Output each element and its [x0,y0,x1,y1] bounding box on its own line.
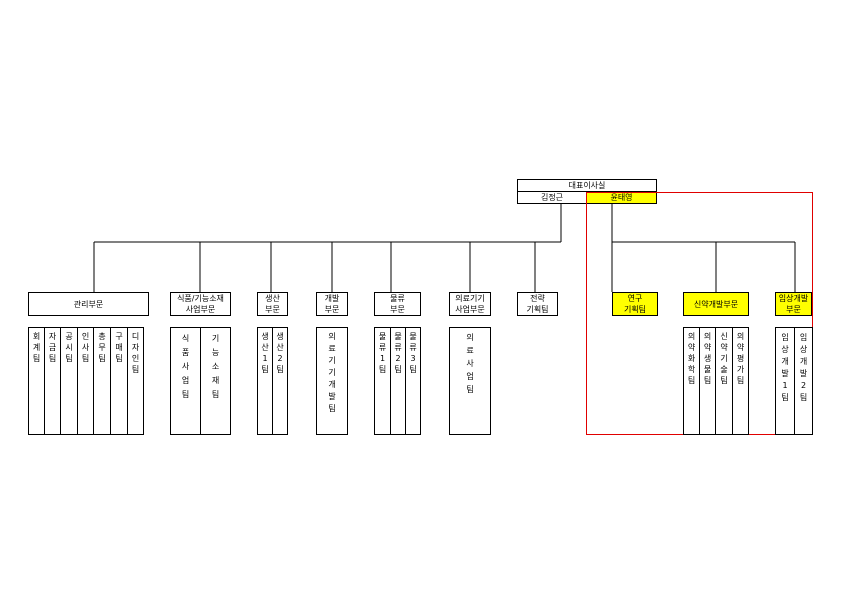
division-new-drug: 신약개발부문 [683,292,749,316]
team-column: 구매팀 [110,327,128,435]
team-column: 인사팀 [77,327,94,435]
division-medical-device: 의료기기 사업부문 [449,292,491,316]
division-production: 생산 부문 [257,292,288,316]
team-column: 의료사업팀 [449,327,491,435]
division-development: 개발 부문 [316,292,348,316]
team-column: 생산1팀 [257,327,273,435]
team-column: 식품사업팀 [170,327,201,435]
team-column: 물류2팀 [390,327,406,435]
team-column: 임상개발2팀 [794,327,813,435]
team-column: 의약생물팀 [699,327,716,435]
division-food-materials: 식품/기능소재 사업부문 [170,292,231,316]
team-column: 임상개발1팀 [775,327,795,435]
team-column: 디자인팀 [127,327,144,435]
team-column: 총무팀 [93,327,111,435]
team-column: 기능소재팀 [200,327,231,435]
team-column: 신약기술팀 [715,327,733,435]
team-column: 회계팀 [28,327,45,435]
team-column: 생산2팀 [272,327,288,435]
division-clinical: 임상개발 부문 [775,292,812,316]
team-column: 의약화학팀 [683,327,700,435]
ceo-person-left: 김정근 [517,191,587,204]
division-management: 관리부문 [28,292,149,316]
team-column: 의료기기개발팀 [316,327,348,435]
division-logistics: 물류 부문 [374,292,421,316]
team-column: 자금팀 [44,327,61,435]
division-research-planning: 연구 기획팀 [612,292,658,316]
division-strategy: 전략 기획팀 [517,292,558,316]
team-column: 물류1팀 [374,327,391,435]
team-column: 공시팀 [60,327,78,435]
team-column: 물류3팀 [405,327,421,435]
team-column: 의약평가팀 [732,327,749,435]
